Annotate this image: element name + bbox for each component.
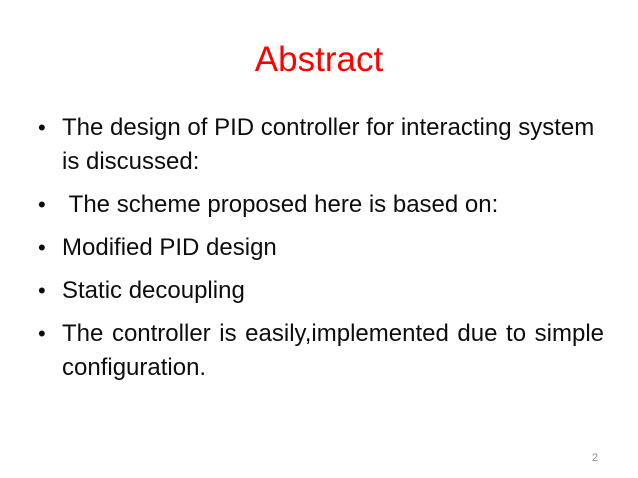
- list-item: • The controller is easily,implemented d…: [38, 317, 604, 385]
- bullet-text: The scheme proposed here is based on:: [62, 191, 499, 218]
- bullet-icon: •: [38, 278, 46, 303]
- list-item: • The scheme proposed here is based on:: [38, 188, 604, 222]
- bullet-text: The controller is easily,implemented due…: [62, 320, 604, 381]
- list-item: • Modified PID design: [38, 231, 604, 265]
- bullet-text: The design of PID controller for interac…: [62, 114, 608, 175]
- bullet-list: • The design of PID controller for inter…: [38, 111, 604, 394]
- bullet-icon: •: [38, 115, 46, 140]
- bullet-text: Static decoupling: [62, 277, 245, 304]
- bullet-icon: •: [38, 192, 46, 217]
- list-item: • Static decoupling: [38, 274, 604, 308]
- list-item: • The design of PID controller for inter…: [38, 111, 604, 179]
- page-number: 2: [591, 452, 598, 464]
- bullet-icon: •: [38, 235, 46, 260]
- bullet-icon: •: [38, 321, 46, 346]
- slide-title: Abstract: [254, 40, 384, 79]
- bullet-text: Modified PID design: [62, 234, 277, 261]
